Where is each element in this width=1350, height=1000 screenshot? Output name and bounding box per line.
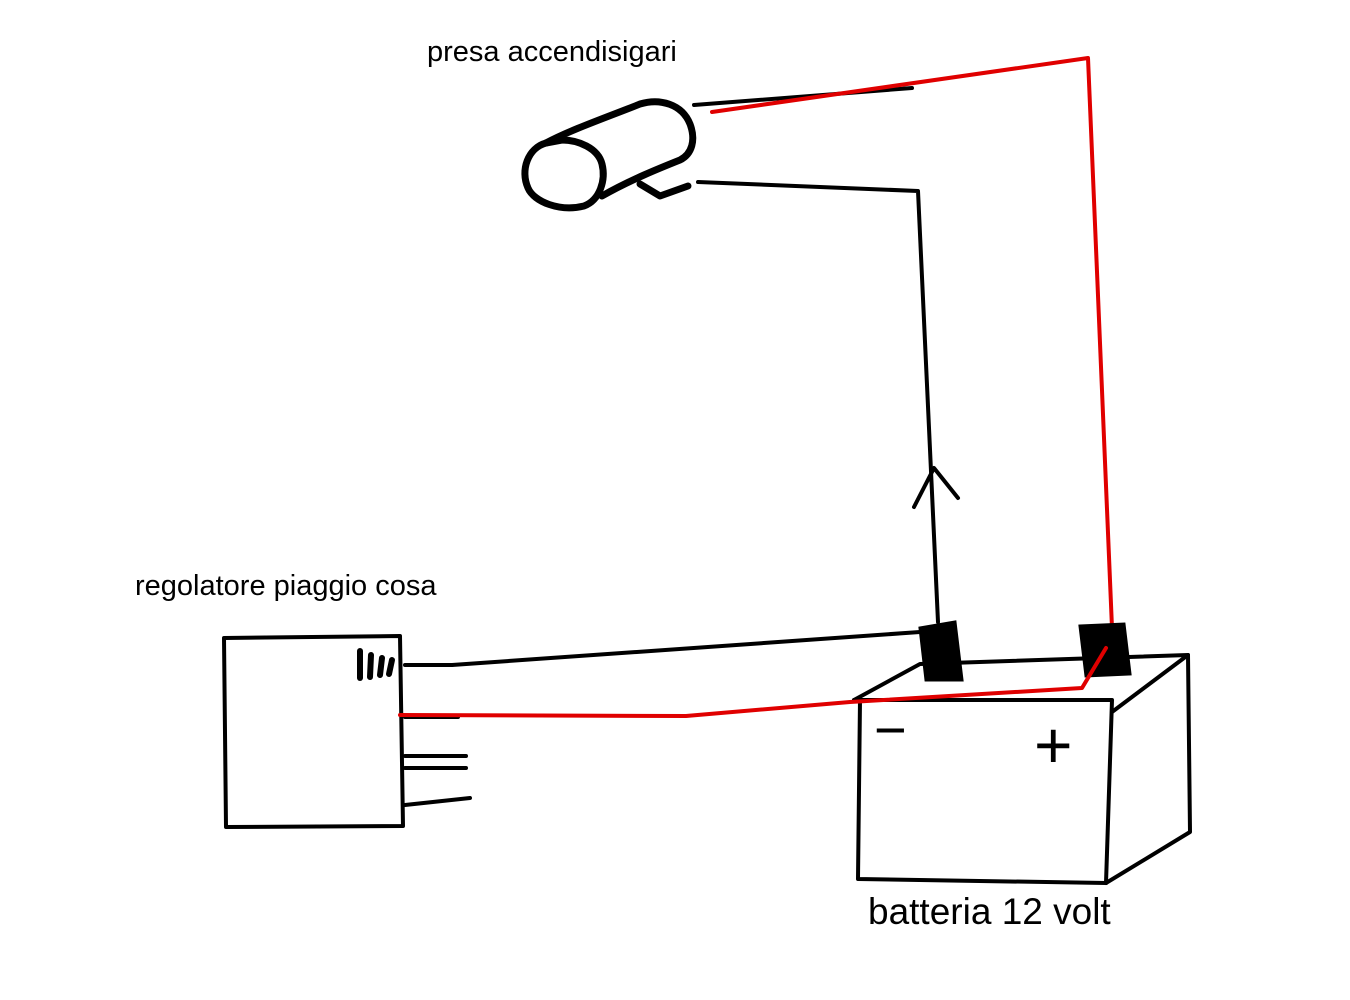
regulator-tick-4 — [386, 657, 395, 677]
lighter-socket-body — [542, 98, 697, 200]
battery-positive-sign: + — [1034, 708, 1073, 782]
positive-wire-socket — [710, 56, 1114, 630]
regulator-box — [222, 634, 472, 829]
lighter-socket — [521, 98, 697, 212]
battery-label: batteria 12 volt — [868, 891, 1111, 932]
battery-side-face — [1104, 653, 1192, 885]
regulator-pin-5 — [403, 796, 472, 807]
lighter-socket-label: presa accendisigari — [427, 36, 677, 68]
lighter-socket-front — [521, 136, 607, 212]
regulator-label: regolatore piaggio cosa — [135, 570, 437, 602]
positive-wire-regulator — [398, 646, 1108, 718]
battery-terminal-negative — [918, 620, 964, 682]
negative-wire-socket — [692, 86, 940, 624]
regulator-tick-2 — [367, 652, 374, 680]
arrow-up-icon — [912, 466, 960, 509]
battery-box — [852, 653, 1192, 885]
negative-wire-regulator — [450, 630, 922, 667]
battery-top-face — [852, 653, 1190, 714]
lighter-socket-tab — [636, 180, 692, 200]
battery-negative-sign: − — [874, 698, 907, 761]
regulator-tick-3 — [377, 655, 385, 678]
